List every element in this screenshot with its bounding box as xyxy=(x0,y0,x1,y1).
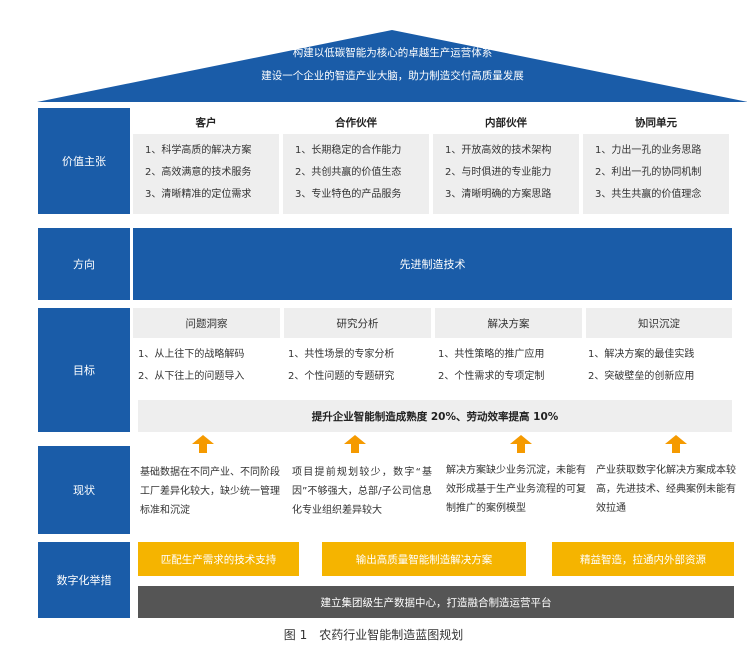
list-item: 1、力出一孔的业务思路 xyxy=(595,145,702,156)
list-item: 2、利出一孔的协同机制 xyxy=(595,167,702,178)
list-item: 2、高效满意的技术服务 xyxy=(145,167,252,178)
status-text-3: 解决方案缺少业务沉淀，未能有效形成基于生产业务流程的可复制推广的案例模型 xyxy=(446,465,586,514)
value-col-box-2: 1、长期稳定的合作能力 2、共创共赢的价值生态 3、专业特色的产品服务 xyxy=(283,134,429,214)
value-col-title-4: 协同单元 xyxy=(635,117,677,129)
list-item: 3、共生共赢的价值理念 xyxy=(595,189,702,200)
value-col-title-2: 合作伙伴 xyxy=(335,117,377,129)
goal-col-list-3: 1、共性策略的推广应用 2、个性需求的专项定制 xyxy=(438,344,584,388)
value-col-box-4: 1、力出一孔的业务思路 2、利出一孔的协同机制 3、共生共赢的价值理念 xyxy=(583,134,729,214)
measure-box-3: 精益智造，拉通内外部资源 xyxy=(552,542,734,576)
list-item: 2、与时俱进的专业能力 xyxy=(445,167,552,178)
row-label-direction: 方向 xyxy=(38,228,130,300)
roof-subtitle: 建设一个企业的智造产业大脑，助力制造交付高质量发展 xyxy=(261,70,524,82)
figure-caption: 图 1 农药行业智能制造蓝图规划 xyxy=(283,628,464,642)
goal-col-title-3: 解决方案 xyxy=(435,308,582,338)
goal-summary: 提升企业智能制造成熟度 20%、劳动效率提高 10% xyxy=(138,400,732,432)
goal-col-title-1: 问题洞察 xyxy=(133,308,280,338)
platform-bar: 建立集团级生产数据中心，打造融合制造运营平台 xyxy=(138,586,734,618)
row-label-goal: 目标 xyxy=(38,308,130,432)
goal-col-list-4: 1、解决方案的最佳实践 2、突破壁垒的创新应用 xyxy=(588,344,734,388)
list-item: 3、专业特色的产品服务 xyxy=(295,189,402,200)
row-label-measures: 数字化举措 xyxy=(38,542,130,618)
direction-bar: 先进制造技术 xyxy=(133,228,732,300)
list-item: 3、清晰精准的定位需求 xyxy=(145,189,252,200)
value-col-box-3: 1、开放高效的技术架构 2、与时俱进的专业能力 3、清晰明确的方案思路 xyxy=(433,134,579,214)
list-item: 1、从上往下的战略解码 xyxy=(138,349,245,360)
roof-shape xyxy=(37,30,747,102)
status-text-1: 基础数据在不同产业、不同阶段工厂差异化较大，缺少统一管理标准和沉淀 xyxy=(140,467,280,516)
measure-box-2: 输出高质量智能制造解决方案 xyxy=(322,542,526,576)
row-label-status: 现状 xyxy=(38,446,130,534)
value-col-title-3: 内部伙伴 xyxy=(485,117,527,129)
list-item: 2、从下往上的问题导入 xyxy=(138,371,245,382)
arrow-up-icon xyxy=(665,435,687,453)
list-item: 1、共性场景的专家分析 xyxy=(288,349,395,360)
roof-title: 构建以低碳智能为核心的卓越生产运营体系 xyxy=(292,47,493,59)
arrow-up-icon xyxy=(192,435,214,453)
list-item: 1、解决方案的最佳实践 xyxy=(588,349,695,360)
list-item: 2、个性需求的专项定制 xyxy=(438,371,545,382)
arrow-up-icon xyxy=(344,435,366,453)
list-item: 2、个性问题的专题研究 xyxy=(288,371,395,382)
value-col-box-1: 1、科学高质的解决方案 2、高效满意的技术服务 3、清晰精准的定位需求 xyxy=(133,134,279,214)
goal-col-title-4: 知识沉淀 xyxy=(586,308,732,338)
list-item: 2、共创共赢的价值生态 xyxy=(295,167,402,178)
status-text-2: 项目提前规划较少，数字“基因”不够强大，总部/子公司信息化专业组织差异较大 xyxy=(292,467,432,516)
list-item: 1、长期稳定的合作能力 xyxy=(295,145,402,156)
list-item: 1、科学高质的解决方案 xyxy=(145,145,252,156)
arrow-up-icon xyxy=(510,435,532,453)
goal-col-title-2: 研究分析 xyxy=(284,308,431,338)
status-text-4: 产业获取数字化解决方案成本较高，先进技术、经典案例未能有效拉通 xyxy=(596,465,736,514)
value-col-title-1: 客户 xyxy=(195,117,217,129)
measure-box-1: 匹配生产需求的技术支持 xyxy=(138,542,299,576)
list-item: 1、开放高效的技术架构 xyxy=(445,145,552,156)
list-item: 2、突破壁垒的创新应用 xyxy=(588,371,695,382)
goal-col-list-1: 1、从上往下的战略解码 2、从下往上的问题导入 xyxy=(138,344,284,388)
list-item: 3、清晰明确的方案思路 xyxy=(445,189,552,200)
list-item: 1、共性策略的推广应用 xyxy=(438,349,545,360)
goal-col-list-2: 1、共性场景的专家分析 2、个性问题的专题研究 xyxy=(288,344,434,388)
row-label-value: 价值主张 xyxy=(38,108,130,214)
